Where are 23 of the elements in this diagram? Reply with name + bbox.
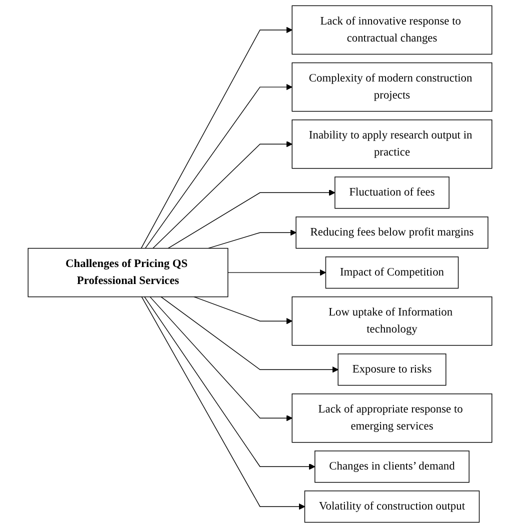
arrow bbox=[140, 26, 292, 249]
node-box: Challenges of Pricing QS Professional Services bbox=[28, 248, 228, 298]
arrow bbox=[152, 141, 292, 249]
arrow bbox=[150, 296, 292, 422]
node-box: Impact of Competition bbox=[325, 256, 459, 289]
node-box: Volatility of construction output bbox=[304, 490, 480, 523]
node-box: Fluctuation of fees bbox=[334, 176, 450, 209]
arrow bbox=[168, 190, 336, 249]
node-box: Exposure to risks bbox=[338, 354, 446, 386]
arrow bbox=[141, 296, 306, 510]
arrow bbox=[144, 84, 292, 249]
node-box: Inability to apply research output in practice bbox=[292, 120, 492, 169]
node-box: Changes in clients’ demand bbox=[314, 450, 470, 483]
arrow bbox=[208, 229, 296, 249]
arrow bbox=[144, 296, 316, 470]
arrow bbox=[160, 296, 338, 373]
node-box: Lack of innovative response to contractual changes bbox=[292, 5, 492, 55]
node-box: Lack of appropriate response to emerging services bbox=[292, 394, 492, 443]
node-box: Low uptake of Information technology bbox=[292, 296, 492, 346]
node-box: Complexity of modern construction projects bbox=[292, 62, 492, 112]
arrow bbox=[194, 296, 292, 324]
node-box: Reducing fees below profit margins bbox=[296, 216, 488, 249]
arrow bbox=[228, 269, 326, 276]
